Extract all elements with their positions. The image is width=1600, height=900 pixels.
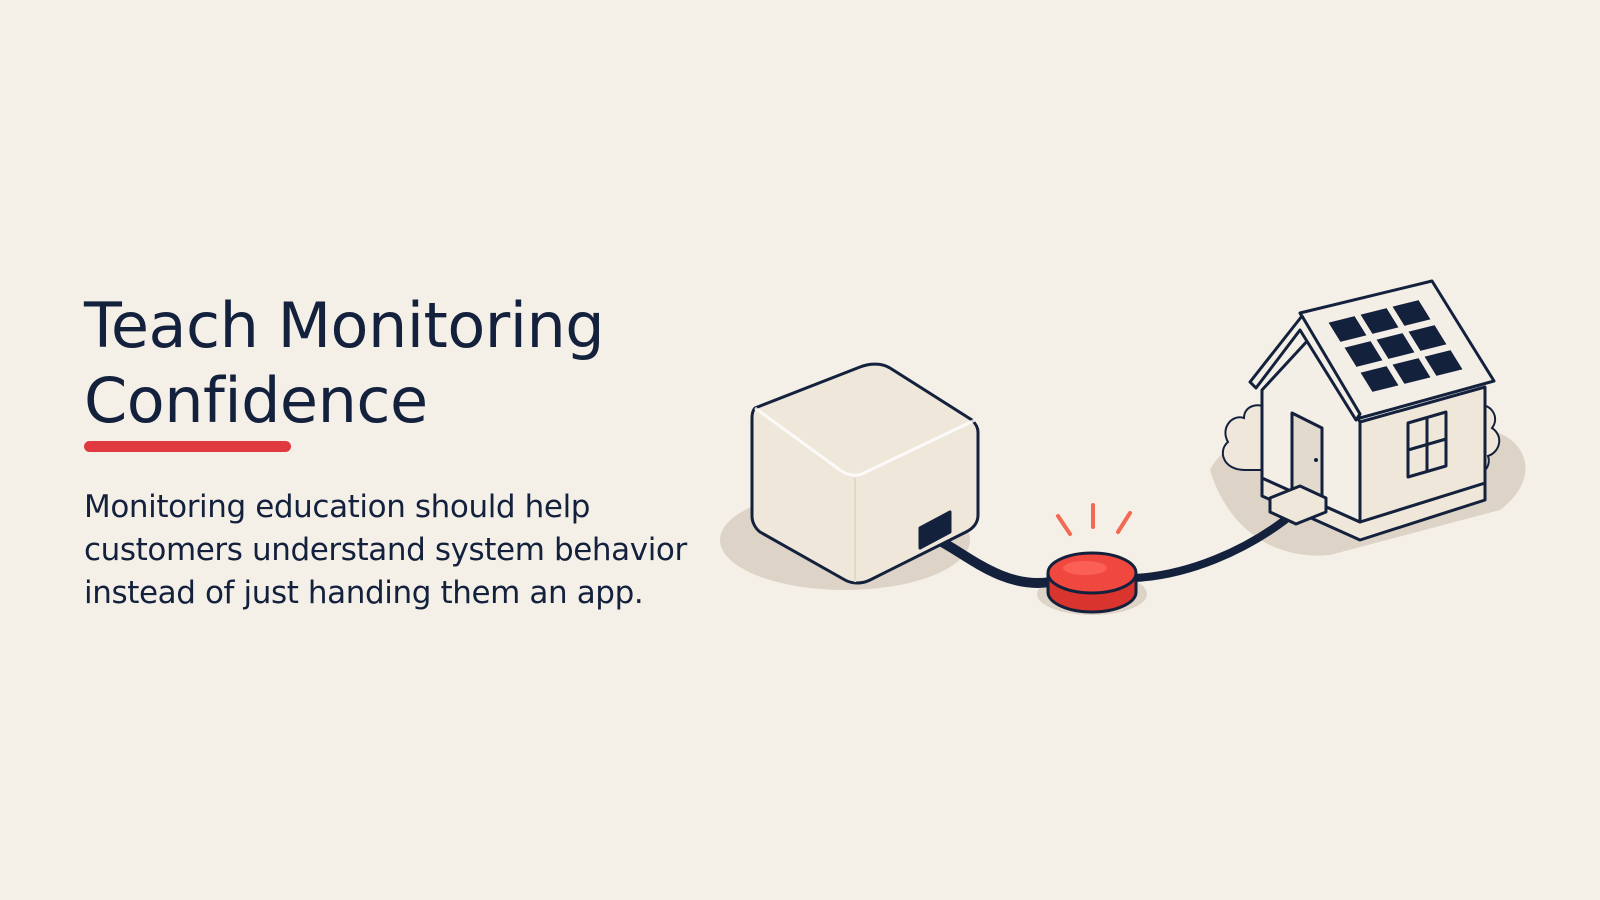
monitoring-box-icon (750, 362, 980, 585)
slide-body-line-3: instead of just handing them an app. (84, 575, 644, 611)
solar-panel-icon (1326, 298, 1465, 394)
cable-button-to-house (1131, 516, 1289, 582)
slide-body-line-2: customers understand system behavior (84, 532, 687, 568)
title-underline (84, 441, 291, 452)
slide-title-line-1: Teach Monitoring (84, 289, 605, 362)
solar-house-icon (1248, 279, 1496, 542)
slide-body-line-1: Monitoring education should help (84, 489, 591, 525)
alert-button-icon (1046, 503, 1138, 614)
slide-title-line-2: Confidence (84, 364, 428, 437)
slide-body: Monitoring education should help custome… (84, 486, 724, 615)
slide-title: Teach Monitoring Confidence (84, 288, 724, 438)
